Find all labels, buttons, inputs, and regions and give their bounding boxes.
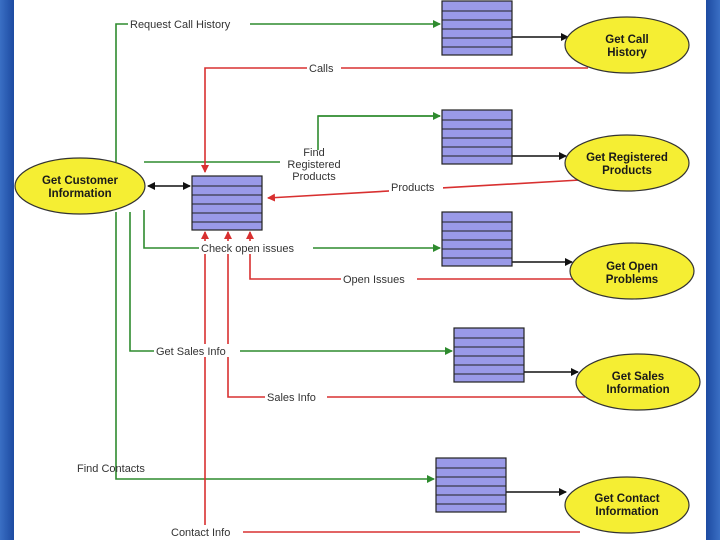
- svg-text:Get Sales: Get Sales: [612, 371, 664, 383]
- flow-get-sales-info: [129, 212, 453, 355]
- label-products: Products: [391, 182, 435, 194]
- flow-labels: Request Call History Calls Find Register…: [77, 17, 443, 539]
- svg-text:Problems: Problems: [606, 274, 658, 286]
- label-contact-info: Contact Info: [171, 527, 230, 539]
- svg-text:Products: Products: [602, 165, 652, 177]
- flow-calls: [201, 67, 588, 173]
- node-get-open-problems: Get Open Problems: [569, 242, 695, 300]
- label-open-issues: Open Issues: [343, 274, 405, 286]
- store-links: [147, 33, 579, 496]
- request-flows: [115, 20, 453, 483]
- node-get-customer-info: Get Customer Information: [14, 157, 146, 215]
- flow-sales-info: [224, 231, 585, 398]
- label-registered: Registered: [287, 159, 340, 171]
- node-get-contact-info: Get Contact Information: [564, 476, 690, 534]
- label-calls: Calls: [309, 63, 334, 75]
- label-sales-info: Sales Info: [267, 392, 316, 404]
- datastore-sales: [453, 327, 525, 383]
- svg-text:Get Open: Get Open: [606, 261, 658, 273]
- response-flows: [201, 67, 588, 533]
- svg-text:Get Registered: Get Registered: [586, 152, 668, 164]
- svg-text:Get Contact: Get Contact: [594, 493, 659, 505]
- datastore-central: [191, 175, 263, 231]
- datastore-contacts: [435, 457, 507, 513]
- label-find-contacts: Find Contacts: [77, 463, 145, 475]
- flow-check-open-issues: [143, 210, 441, 252]
- datastore-call-history: [441, 0, 513, 56]
- flow-find-contacts: [115, 212, 435, 483]
- label-find: Find: [303, 147, 324, 159]
- svg-text:Get Call: Get Call: [605, 34, 648, 46]
- svg-text:Get Customer: Get Customer: [42, 175, 119, 187]
- svg-text:Information: Information: [595, 506, 658, 518]
- node-get-registered-products: Get Registered Products: [564, 134, 690, 192]
- svg-text:History: History: [607, 47, 647, 59]
- label-products-request: Products: [292, 171, 336, 183]
- node-get-sales-info: Get Sales Information: [575, 353, 701, 411]
- svg-text:Information: Information: [606, 384, 669, 396]
- flow-open-issues: [246, 231, 582, 280]
- flow-find-registered-products: [144, 115, 440, 163]
- flow-request-call-history: [115, 20, 441, 162]
- datastore-registered-products: [441, 109, 513, 165]
- datastore-open-problems: [441, 211, 513, 267]
- node-get-call-history: Get Call History: [564, 16, 690, 74]
- label-check-open-issues: Check open issues: [201, 243, 294, 255]
- svg-text:Information: Information: [48, 188, 111, 200]
- label-request-call-history: Request Call History: [130, 19, 231, 31]
- label-get-sales-info: Get Sales Info: [156, 346, 226, 358]
